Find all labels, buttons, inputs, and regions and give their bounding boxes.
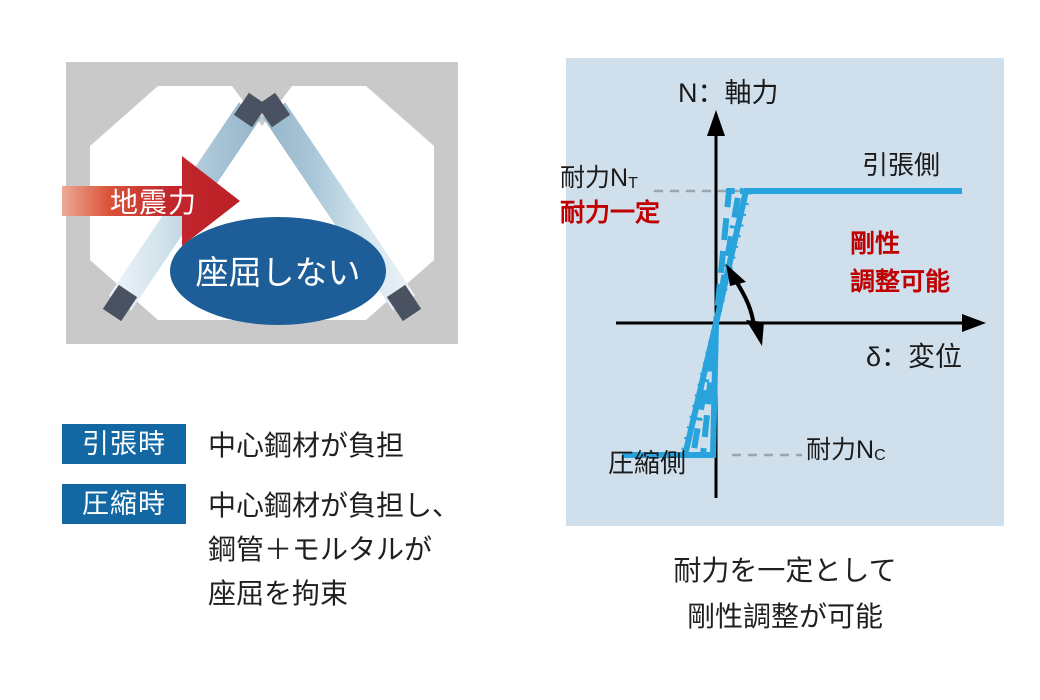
right-panel: N：軸力 δ：変位 引張側 圧縮側 耐力NT 耐力一定 耐力NC 剛性 調整可能… (520, 0, 1040, 700)
seismic-force-arrow (2, 156, 240, 246)
tension-side-label: 引張側 (862, 150, 941, 180)
stiffness-adjustable-line2: 調整可能 (850, 268, 951, 296)
hysteresis-chart-card: N：軸力 δ：変位 引張側 圧縮側 耐力NT 耐力一定 耐力NC 剛性 調整可能 (560, 58, 1004, 526)
no-buckling-label: 座屈しない (196, 254, 361, 291)
list-item: 圧縮時 中心鋼材が負担し、 鋼管＋モルタルが 座屈を拘束 (62, 484, 460, 616)
strength-compression-text: 耐力N (806, 436, 875, 464)
badge-tension: 引張時 (62, 424, 186, 464)
strength-guide-lines (654, 189, 802, 457)
seismic-force-label: 地震力 (110, 187, 197, 218)
hysteresis-chart-svg (616, 110, 986, 498)
constant-strength-label: 耐力一定 (560, 199, 661, 227)
compression-description: 中心鋼材が負担し、 鋼管＋モルタルが 座屈を拘束 (208, 490, 461, 609)
badge-compression: 圧縮時 (62, 484, 186, 524)
y-axis-label: N：軸力 (678, 78, 779, 108)
compression-side-label: 圧縮側 (608, 448, 687, 478)
curve-stiffness-high-compression-tail (682, 322, 719, 456)
strength-tension-subscript: T (628, 175, 638, 192)
stiffness-adjust-arrow (726, 264, 764, 346)
frame-figure-svg: 地震力 座屈しない (2, 62, 458, 344)
x-axis-label: δ：変位 (866, 342, 963, 372)
strength-compression-label: 耐力NC (806, 438, 886, 464)
no-buckling-ellipse (170, 217, 386, 325)
brace-behaviour-list: 引張時 中心鋼材が負担 圧縮時 中心鋼材が負担し、 鋼管＋モルタルが 座屈を拘束 (62, 424, 482, 654)
tension-description: 中心鋼材が負担 (208, 430, 405, 461)
frame-figure: 地震力 座屈しない (2, 58, 462, 348)
strength-compression-subscript: C (874, 447, 886, 464)
stiffness-adjustable-line1: 剛性 (850, 230, 901, 258)
chart-caption: 耐力を一定として 剛性調整が可能 (673, 555, 897, 632)
strength-tension-label: 耐力NT (560, 166, 638, 192)
left-panel: 地震力 座屈しない 引張時 中心鋼材が負担 圧縮時 中心鋼材が負担し、 鋼管＋モ… (2, 58, 482, 654)
list-item: 引張時 中心鋼材が負担 (62, 424, 404, 468)
strength-tension-text: 耐力N (560, 164, 629, 192)
